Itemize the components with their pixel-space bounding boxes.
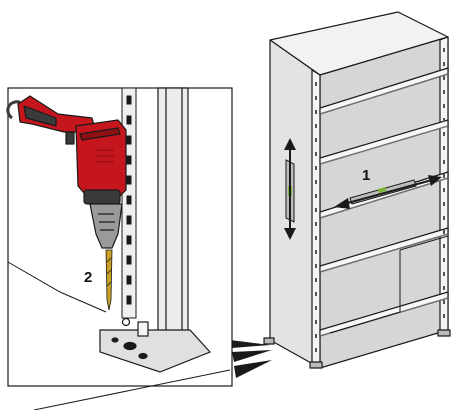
power-drill xyxy=(6,95,127,249)
inset-upright-slotted xyxy=(121,87,137,319)
drill-bit xyxy=(105,249,113,311)
inset-upright-post xyxy=(157,87,189,361)
shelf-back-panel xyxy=(319,36,449,369)
step-1-label: 1 xyxy=(362,167,370,184)
step-2-label: 2 xyxy=(84,269,92,286)
drill-chuck xyxy=(89,203,123,249)
detail-inset: 2 xyxy=(6,87,233,410)
inset-floor-line xyxy=(7,261,107,313)
vertical-double-arrow xyxy=(284,138,296,240)
upright-slots xyxy=(315,48,445,352)
shelving-unit xyxy=(263,11,451,369)
shelf-foot-left-front xyxy=(309,361,323,369)
shelf-foot-right xyxy=(437,329,451,337)
anchor-hole xyxy=(123,341,137,351)
lower-compartment-frame xyxy=(329,250,401,334)
inset-base-plate xyxy=(99,317,212,373)
drill-trigger xyxy=(65,131,75,145)
detail-pointer-arrows xyxy=(230,340,272,378)
drill-body xyxy=(75,119,127,201)
shelf-foot-left-back xyxy=(263,337,275,345)
horizontal-double-arrow xyxy=(334,175,442,209)
